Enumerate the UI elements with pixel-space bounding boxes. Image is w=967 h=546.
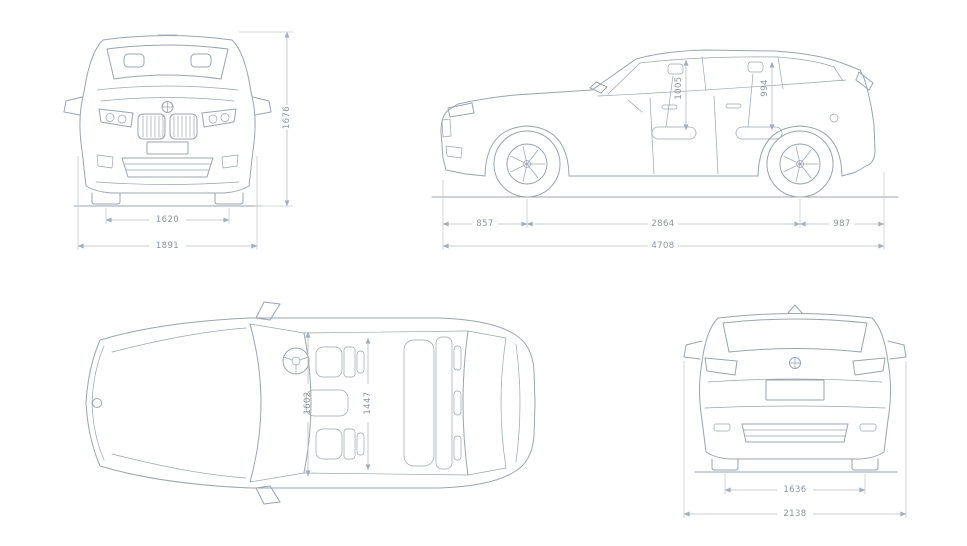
lower-intake xyxy=(121,157,214,178)
mirror-right xyxy=(252,96,272,116)
side-mirror xyxy=(589,81,608,94)
center-console xyxy=(305,389,349,417)
top-view-dimensions: 1602 1447 xyxy=(303,331,373,477)
front-seat-headrest xyxy=(667,63,684,75)
rear-wheel-arch xyxy=(757,125,843,177)
top-front-interior-width-label: 1602 xyxy=(303,391,313,414)
rear-license-plate xyxy=(765,379,825,401)
rear-view xyxy=(683,304,907,473)
rear-body-outline xyxy=(699,313,891,460)
headlight-left xyxy=(98,108,134,128)
rear-window-top xyxy=(462,330,469,476)
diffuser xyxy=(741,423,849,443)
top-view xyxy=(85,301,536,505)
side-view-dimensions: 1005 994 857 2864 987 4708 xyxy=(442,59,885,251)
front-height-label: 1676 xyxy=(282,106,292,129)
side-rear-overhang-label: 987 xyxy=(833,219,850,229)
rear-track-width-label: 1636 xyxy=(783,485,806,495)
headlight-right xyxy=(201,108,237,128)
headrest-right xyxy=(190,53,212,68)
door-handle-front xyxy=(661,104,678,110)
mirror-right xyxy=(887,340,907,360)
side-taillight xyxy=(855,71,874,91)
windshield xyxy=(106,44,229,80)
kidney-grille-left xyxy=(137,113,166,140)
kidney-grille-right xyxy=(169,113,198,140)
side-view xyxy=(431,49,899,198)
passenger-seat-cushion xyxy=(315,428,343,460)
front-body-outline xyxy=(79,35,256,194)
front-view xyxy=(63,34,272,207)
rear-window xyxy=(722,318,868,353)
rear-overall-width-label: 2138 xyxy=(783,509,806,519)
rear-view-dimensions: 1636 2138 xyxy=(683,361,907,519)
door-handle-rear xyxy=(725,103,742,109)
rear-bench-cushion xyxy=(403,339,435,467)
side-front-headroom-label: 1005 xyxy=(674,76,684,99)
beltline xyxy=(597,79,847,97)
mirror-left xyxy=(63,96,83,116)
side-overall-length-label: 4708 xyxy=(651,241,674,251)
brand-roundel xyxy=(92,398,102,408)
rear-wheel-rim xyxy=(779,143,821,185)
rear-seat-headrest xyxy=(747,61,764,73)
side-front-overhang-label: 857 xyxy=(476,219,493,229)
taillight-right xyxy=(852,357,886,376)
mirror-left xyxy=(683,340,703,360)
taillight-left xyxy=(704,357,738,376)
roof-antenna xyxy=(787,304,803,314)
side-headlight xyxy=(447,102,475,118)
front-wheel-arch xyxy=(484,125,570,177)
windshield-top xyxy=(249,323,262,483)
wheel-right xyxy=(214,192,244,205)
side-body-outline xyxy=(440,49,876,173)
side-wheelbase-label: 2864 xyxy=(651,219,674,229)
front-overall-width-label: 1891 xyxy=(156,241,179,251)
mirror-bottom xyxy=(255,485,281,505)
front-wheel-rim xyxy=(506,143,548,185)
top-rear-interior-width-label: 1447 xyxy=(363,391,373,414)
wheel-right xyxy=(851,458,879,471)
wheel-left xyxy=(711,458,739,471)
front-track-width-label: 1620 xyxy=(156,215,179,225)
front-view-dimensions: 1620 1891 1676 xyxy=(77,31,293,251)
headrest-left xyxy=(123,53,145,68)
license-plate xyxy=(146,141,189,155)
top-body-outline xyxy=(85,317,536,489)
fuel-cap xyxy=(829,113,839,123)
driver-seat-cushion xyxy=(315,346,343,378)
mirror-top xyxy=(255,301,281,321)
wheel-left xyxy=(91,192,121,205)
side-rear-headroom-label: 994 xyxy=(760,79,770,96)
